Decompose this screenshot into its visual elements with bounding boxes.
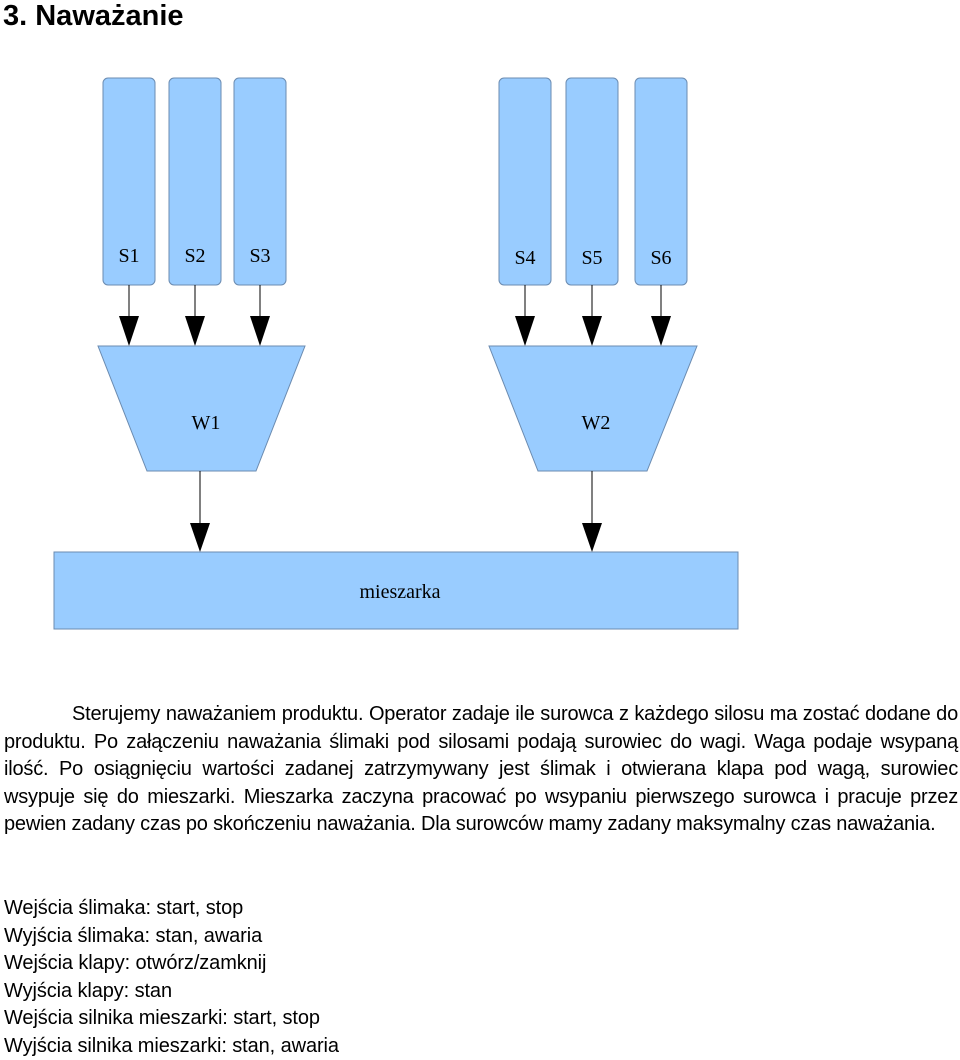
silo-s1-label: S1 [118,245,139,267]
mixer-label: mieszarka [359,581,440,603]
silo-s5-label: S5 [581,247,602,269]
io-item: Wyjścia ślimaka: stan, awaria [4,923,339,951]
silo-s3-label: S3 [249,245,270,267]
process-description: Sterujemy naważaniem produktu. Operator … [4,701,958,839]
io-list: Wejścia ślimaka: start, stop Wyjścia śli… [4,895,339,1060]
scale-w2 [489,346,697,471]
silo-s4-label: S4 [514,247,535,269]
arrow-s6-to-w2 [651,285,671,346]
scale-w2-label: W2 [582,412,611,434]
io-item: Wejścia ślimaka: start, stop [4,895,339,923]
arrow-s2-to-w1 [185,285,205,346]
scale-w1 [98,346,305,471]
io-item: Wyjścia klapy: stan [4,978,339,1006]
silo-s2-label: S2 [184,245,205,267]
scale-w1-label: W1 [192,412,221,434]
arrow-w1-to-mixer [190,471,210,552]
arrow-s1-to-w1 [119,285,139,346]
arrow-w2-to-mixer [582,471,602,552]
arrow-s5-to-w2 [582,285,602,346]
arrow-s3-to-w1 [250,285,270,346]
io-item: Wyjścia silnika mieszarki: stan, awaria [4,1033,339,1060]
silo-s6-label: S6 [650,247,671,269]
io-item: Wejścia silnika mieszarki: start, stop [4,1005,339,1033]
weighing-diagram: .box { fill: #99ccff; stroke: #6b8bb0; s… [0,0,960,700]
io-item: Wejścia klapy: otwórz/zamknij [4,950,339,978]
arrow-s4-to-w2 [515,285,535,346]
